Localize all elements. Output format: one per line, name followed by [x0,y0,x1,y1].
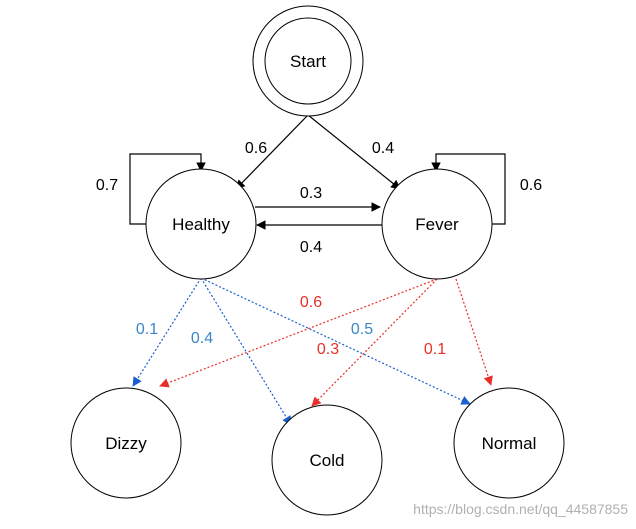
edge-healthy-normal [200,277,471,405]
transition-edges [129,114,506,230]
node-normal: Normal [453,387,565,499]
prob-fever-healthy: 0.4 [300,239,322,256]
prob-healthy-healthy: 0.7 [96,177,118,194]
node-dizzy: Dizzy [70,387,182,499]
prob-start-fever: 0.4 [372,140,394,157]
edge-fever-cold [311,278,438,407]
healthy-emission-edges [132,277,471,426]
prob-healthy-cold: 0.4 [191,330,213,347]
prob-fever-cold: 0.3 [317,341,339,358]
node-healthy-label: Healthy [172,215,230,234]
healthy-emission-labels: 0.1 0.4 0.5 [136,321,373,347]
edge-fever-dizzy [159,278,438,388]
edge-fever-normal [455,278,493,386]
fever-emission-edges [159,278,493,407]
prob-fever-fever: 0.6 [520,177,542,194]
node-healthy: Healthy [145,168,257,280]
node-fever-label: Fever [415,215,459,234]
transition-labels: 0.6 0.4 0.7 0.3 0.4 0.6 [96,140,542,256]
node-start: Start [252,5,364,117]
prob-healthy-dizzy: 0.1 [136,321,158,338]
fever-emission-labels: 0.6 0.3 0.1 [300,294,446,358]
edge-fever-self [431,153,506,225]
node-dizzy-label: Dizzy [105,434,147,453]
prob-start-healthy: 0.6 [245,140,267,157]
edge-healthy-self [129,153,206,225]
node-start-label: Start [290,52,326,71]
node-cold: Cold [271,404,383,516]
node-normal-label: Normal [482,434,537,453]
prob-fever-normal: 0.1 [424,341,446,358]
node-fever: Fever [381,168,493,280]
edge-healthy-cold [200,277,292,426]
prob-healthy-fever: 0.3 [300,185,322,202]
edge-healthy-dizzy [132,277,202,387]
node-cold-label: Cold [310,451,345,470]
prob-healthy-normal: 0.5 [351,321,373,338]
prob-fever-dizzy: 0.6 [300,294,322,311]
edge-start-healthy [235,114,309,190]
watermark-text: https://blog.csdn.net/qq_44587855 [413,501,628,517]
edge-start-fever [307,114,401,190]
